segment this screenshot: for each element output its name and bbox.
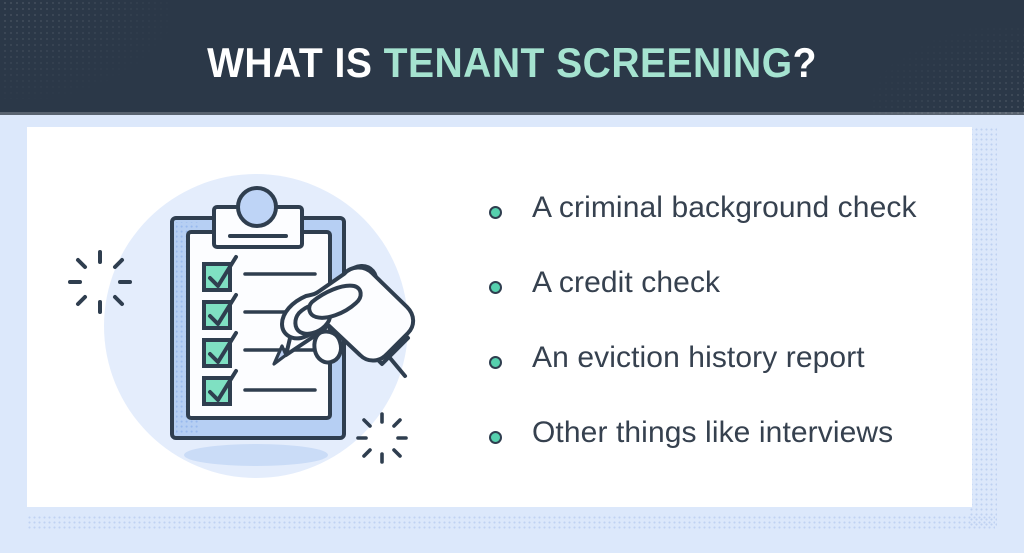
bullet-dot-icon (489, 206, 502, 219)
clipboard-illustration (60, 150, 460, 500)
hand-index-finger (307, 283, 363, 320)
sparkle-burst-left-icon (68, 250, 132, 314)
title-segment-what-is: WHAT IS (207, 39, 384, 86)
bullet-dot-icon (489, 281, 502, 294)
checkmark-2 (208, 293, 238, 326)
checkmark-1 (208, 255, 238, 288)
checkmark-3 (208, 331, 238, 364)
hand-holding-pen-icon (272, 264, 416, 378)
header-bar: WHAT IS TENANT SCREENING? (0, 0, 1024, 115)
list-item: A criminal background check (489, 190, 989, 265)
checkmark-4 (208, 369, 238, 402)
halftone-dots-right-edge-icon (969, 127, 997, 527)
bullet-dot-icon (489, 356, 502, 369)
sparkle-burst-right-icon (356, 412, 408, 464)
hand-palm (280, 265, 416, 363)
screening-checklist: A criminal background check A credit che… (489, 190, 989, 490)
clipboard-shadow (184, 444, 328, 466)
list-item: An eviction history report (489, 340, 989, 415)
list-item: A credit check (489, 265, 989, 340)
halftone-dots-bottom-edge-icon (27, 515, 995, 531)
hand-lower-finger (312, 329, 343, 365)
clipboard-checklist-icon (68, 174, 416, 478)
page-title: WHAT IS TENANT SCREENING? (36, 38, 988, 88)
list-item-label: A criminal background check (532, 191, 917, 224)
list-item-label: A credit check (532, 266, 721, 299)
clipboard-clip-hole (236, 186, 278, 228)
bullet-dot-icon (489, 431, 502, 444)
title-segment-question-mark: ? (792, 39, 817, 86)
list-item-label: An eviction history report (532, 341, 865, 374)
title-segment-tenant-screening: TENANT SCREENING (383, 39, 793, 86)
list-item-label: Other things like interviews (532, 416, 894, 449)
list-item: Other things like interviews (489, 415, 989, 490)
